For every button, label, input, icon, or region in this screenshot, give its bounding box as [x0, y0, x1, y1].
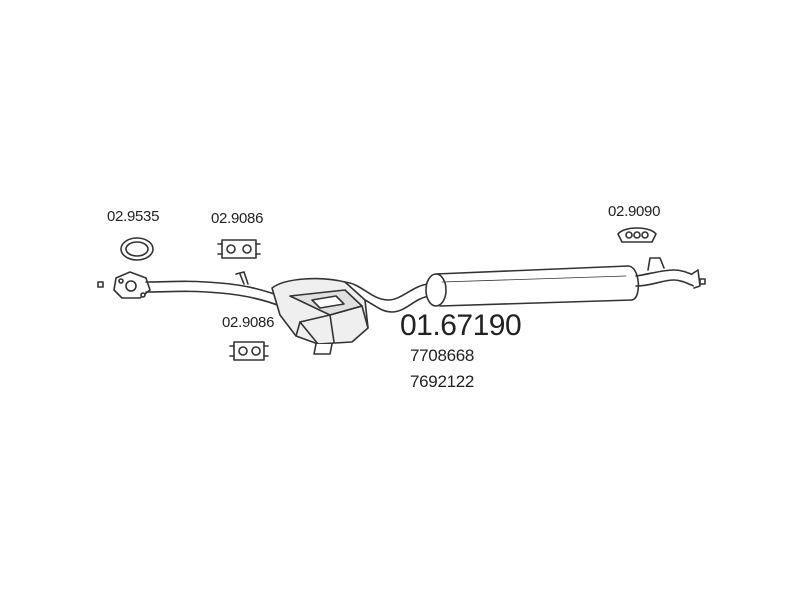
front-flange	[113, 271, 151, 299]
tail-pipe	[635, 269, 697, 277]
middle-pipe	[344, 281, 429, 301]
hanger-rubber-top	[217, 239, 261, 259]
hanger-rubber-bottom	[229, 341, 269, 361]
front-silencer	[271, 277, 369, 355]
gasket-ring	[120, 237, 154, 261]
rear-silencer	[425, 265, 640, 307]
hanger-rubber-rear	[617, 227, 657, 243]
tail-hanger-tab	[647, 257, 665, 271]
hanger-top-part-number: 02.9086	[211, 210, 264, 227]
hanger-rear-part-number: 02.9090	[608, 203, 661, 220]
product-code: 01.67190	[400, 309, 522, 342]
front-pipe-bracket	[235, 271, 249, 285]
front-pipe	[145, 280, 283, 298]
left-end-marker	[97, 281, 104, 288]
oem-number-1: 7708668	[410, 346, 475, 365]
hanger-bottom-part-number: 02.9086	[222, 314, 275, 331]
right-end-marker	[699, 278, 706, 285]
oem-number-2: 7692122	[410, 372, 475, 391]
gasket-part-number: 02.9535	[107, 208, 160, 225]
